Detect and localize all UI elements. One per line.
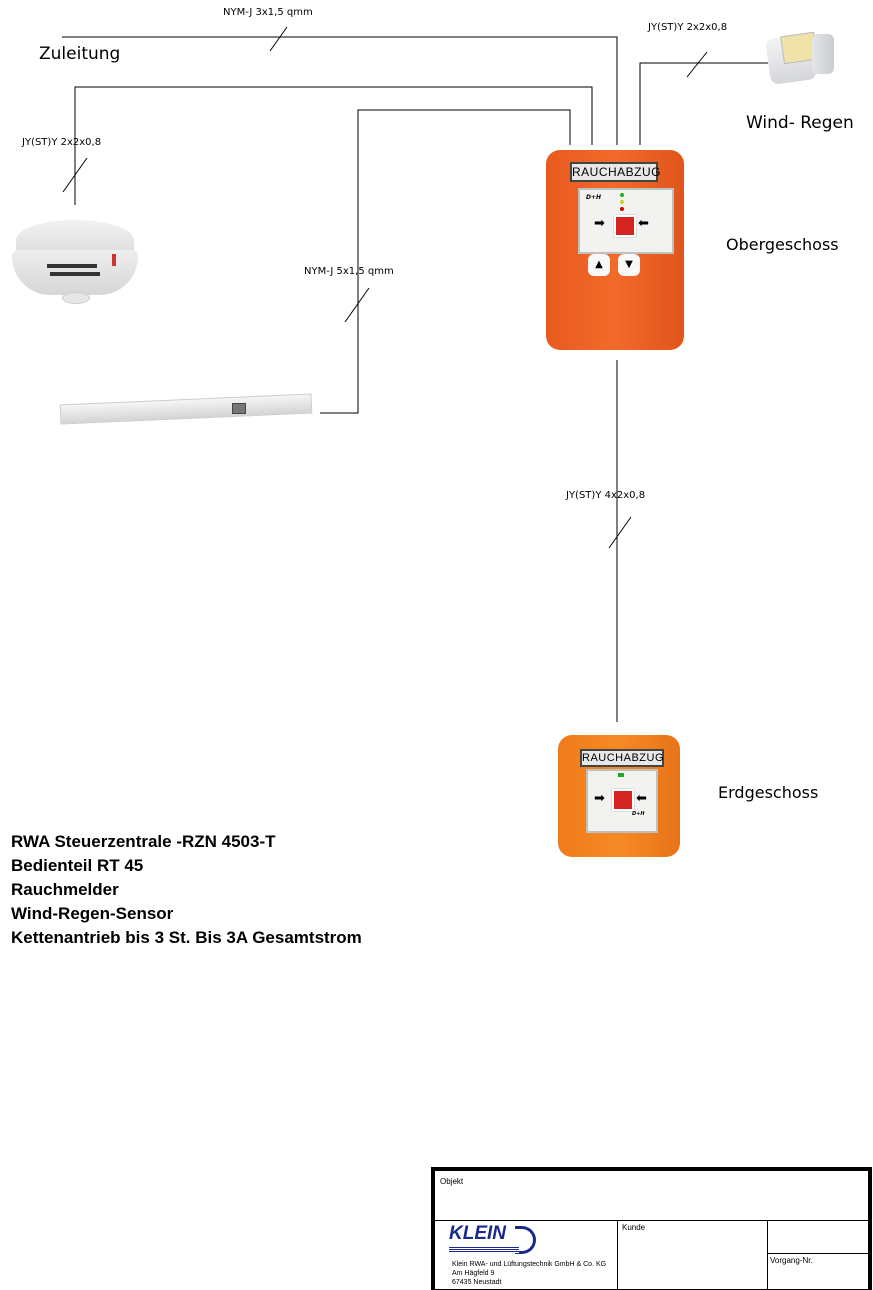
component-item: Rauchmelder: [11, 880, 119, 899]
rauchabzug-sign-lower: RAUCHABZUG: [580, 749, 664, 767]
component-item: Wind-Regen-Sensor: [11, 904, 174, 923]
close-button[interactable]: ▼: [618, 254, 640, 276]
logo-stripes: [449, 1247, 519, 1253]
kunde-label: Kunde: [622, 1223, 646, 1232]
wind-rain-sensor-image: [765, 28, 838, 86]
brand-label: D+H: [586, 194, 602, 201]
supply-cable: [62, 36, 618, 145]
smoke-release-button[interactable]: [614, 215, 636, 237]
actuator-cable-label: NYM-J 5x1,5 qmm: [304, 266, 394, 277]
rwa-control-unit-lower: RAUCHABZUG ➡ ⬅ D+H: [558, 735, 680, 857]
component-list: RWA Steuerzentrale -RZN 4503-T Bedientei…: [11, 830, 362, 950]
zuleitung-label: Zuleitung: [39, 44, 121, 64]
supply-cable-label: NYM-J 3x1,5 qmm: [223, 7, 313, 18]
component-item: Bedienteil RT 45: [11, 856, 144, 875]
rwa-control-unit-upper: RAUCHABZUG D+H ➡ ⬅ ▲ ▼: [546, 150, 684, 350]
vorgang-label: Vorgang-Nr.: [770, 1256, 813, 1265]
arrow-right-icon: ➡: [594, 216, 605, 231]
component-item: RWA Steuerzentrale -RZN 4503-T: [11, 832, 276, 851]
smoke-cable-hash: [62, 157, 88, 193]
control-cable-hash: [608, 516, 632, 549]
smoke-detector-image: [12, 220, 138, 310]
led-green: [620, 193, 624, 197]
smoke-detector-cable: [74, 86, 593, 205]
arrow-left-icon: ⬅: [638, 216, 649, 231]
wind-cable-label: JY(ST)Y 2x2x0,8: [648, 22, 728, 33]
wind-sensor-cable: [639, 62, 768, 145]
component-item: Kettenantrieb bis 3 St. Bis 3A Gesamtstr…: [11, 928, 362, 947]
company-street: Am Hägfeld 9: [452, 1270, 495, 1277]
smoke-release-button[interactable]: [612, 789, 634, 811]
arrow-right-icon: ➡: [594, 791, 605, 806]
brand-label: D+H: [632, 811, 645, 817]
led-red: [620, 207, 624, 211]
rauchabzug-sign: RAUCHABZUG: [570, 162, 661, 182]
wind-regen-label: Wind- Regen: [746, 113, 854, 133]
panel-window: D+H ➡ ⬅: [578, 188, 674, 254]
led-yellow: [620, 200, 624, 204]
objekt-label: Objekt: [440, 1177, 464, 1186]
open-button[interactable]: ▲: [588, 254, 610, 276]
wind-cable-hash: [686, 51, 708, 78]
klein-logo-swoosh: [515, 1226, 536, 1254]
erdgeschoss-label: Erdgeschoss: [718, 783, 819, 802]
actuator-cable: [320, 109, 571, 414]
klein-logo: KLEIN: [449, 1223, 506, 1244]
title-block: Objekt Kunde Vorgang-Nr. KLEIN Klein RWA…: [431, 1167, 872, 1290]
company-city: 67435 Neustadt: [452, 1279, 502, 1286]
smoke-cable-label: JY(ST)Y 2x2x0,8: [22, 137, 102, 148]
obergeschoss-label: Obergeschoss: [726, 235, 839, 254]
chain-actuator-image: [59, 393, 313, 427]
panel-window-lower: ➡ ⬅ D+H: [586, 769, 658, 833]
control-cable-label: JY(ST)Y 4x2x0,8: [566, 490, 646, 501]
arrow-left-icon: ⬅: [636, 791, 647, 806]
actuator-cable-hash: [344, 287, 370, 323]
company-name: Klein RWA- und Lüftungstechnik GmbH & Co…: [452, 1261, 607, 1268]
supply-cable-hash: [269, 26, 288, 52]
led-green: [618, 773, 624, 777]
